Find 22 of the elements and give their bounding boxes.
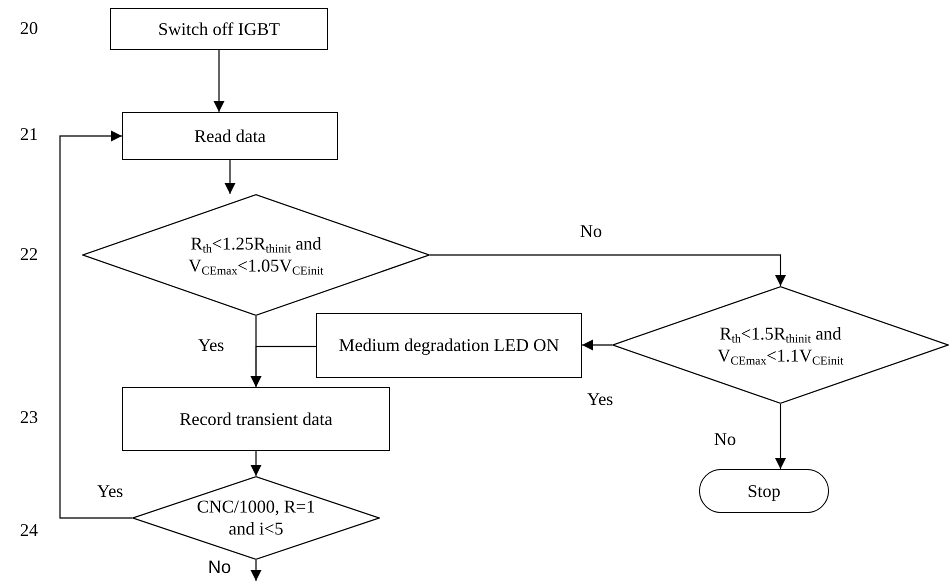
terminal-node: Stop (699, 469, 829, 513)
decision-text: R$_{th}$<1.25R$_{thinit}$ and V$_{CEmax}$<1.05V$_{CEinit}$ (188, 233, 324, 277)
process-box: Read data (122, 112, 338, 160)
arrow (250, 451, 262, 476)
step-number: 24 (20, 520, 38, 541)
process-box: Switch off IGBT (110, 8, 328, 50)
process-box: Record transient data (122, 387, 390, 451)
arrow (582, 340, 612, 350)
arrow (430, 254, 786, 286)
decision-text: CNC/1000, R=1 and i<5 (196, 496, 316, 540)
process-box: Medium degradation LED ON (316, 313, 582, 378)
arrow (224, 160, 236, 194)
step-number: 21 (20, 124, 38, 145)
arrow (775, 404, 786, 469)
decision-text: R$_{th}$<1.5R$_{thinit}$ and V$_{CEmax}$<1.1V$_{CEinit}$ (716, 323, 844, 367)
arrow (214, 50, 224, 112)
arrow (250, 346, 316, 387)
step-number: 23 (20, 407, 38, 428)
arrow (250, 560, 262, 581)
arrow (59, 130, 132, 519)
step-number: 20 (20, 18, 38, 39)
step-number: 22 (20, 244, 38, 265)
